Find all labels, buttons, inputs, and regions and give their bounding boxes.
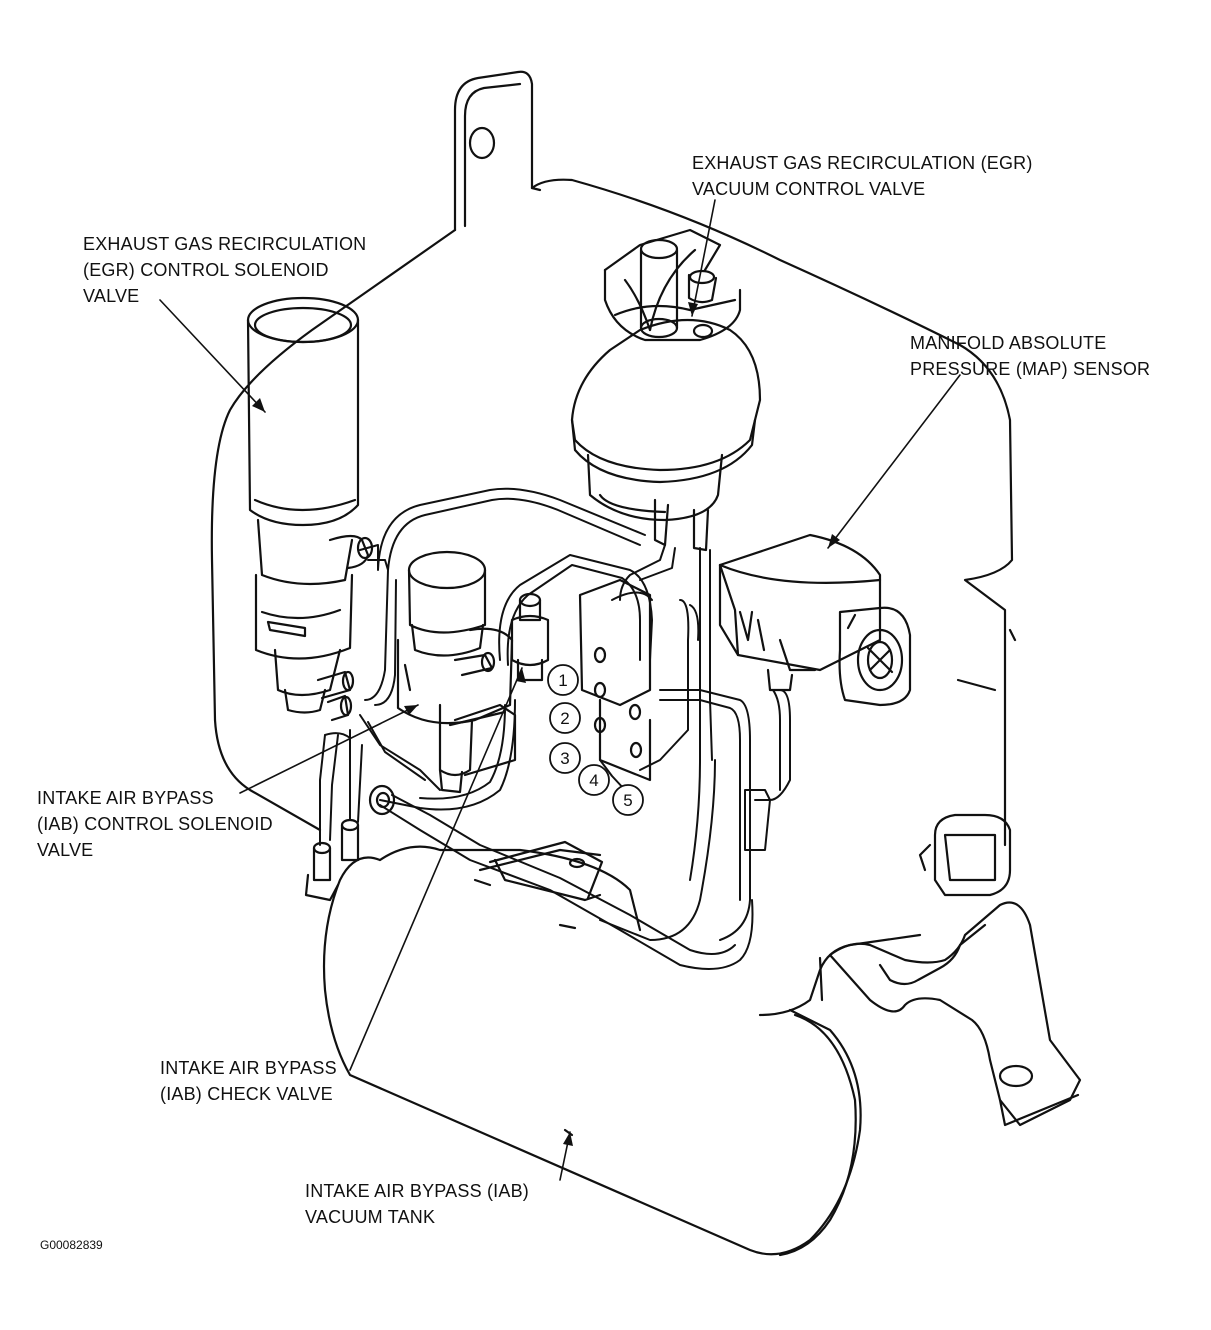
mounting-tab (453, 70, 542, 232)
iab-check-valve-body (510, 592, 550, 682)
label-line: VACUUM CONTROL VALVE (692, 179, 926, 199)
port-plate (578, 578, 652, 782)
port-number-4: 4 (589, 771, 598, 790)
port-callouts: 1 2 3 4 5 (547, 664, 644, 816)
label-line: INTAKE AIR BYPASS (IAB) (305, 1181, 529, 1201)
port-number-circle (549, 742, 581, 774)
port-number-circle (549, 702, 581, 734)
label-iab-vacuum-tank: INTAKE AIR BYPASS (IAB) VACUUM TANK (305, 1178, 529, 1230)
label-line: MANIFOLD ABSOLUTE (910, 333, 1107, 353)
label-egr-control-solenoid-valve: EXHAUST GAS RECIRCULATION (EGR) CONTROL … (83, 231, 366, 309)
port-number-circle (547, 664, 579, 696)
bracket-plate (530, 178, 1014, 832)
port-number-3: 3 (560, 749, 569, 768)
label-iab-check-valve: INTAKE AIR BYPASS (IAB) CHECK VALVE (160, 1055, 337, 1107)
label-egr-vacuum-control-valve: EXHAUST GAS RECIRCULATION (EGR) VACUUM C… (692, 150, 1033, 202)
figure-code: G00082839 (40, 1238, 103, 1252)
leader-lines (159, 199, 961, 1181)
bracket-hole (998, 1064, 1034, 1088)
egr-control-solenoid-valve-body (246, 296, 374, 722)
iab-vacuum-tank-body (322, 840, 862, 1257)
leader-arrowheads (252, 302, 840, 1146)
port-number-1: 1 (558, 671, 567, 690)
label-line: EXHAUST GAS RECIRCULATION (EGR) (692, 153, 1033, 173)
tank-fittings (304, 784, 396, 902)
port-number-5: 5 (623, 791, 632, 810)
egr-vacuum-control-valve-body (570, 228, 762, 552)
label-line: PRESSURE (MAP) SENSOR (910, 359, 1151, 379)
map-sensor-body (718, 533, 912, 707)
port-number-circle (578, 764, 610, 796)
label-line: VACUUM TANK (305, 1207, 436, 1227)
label-line: INTAKE AIR BYPASS (160, 1058, 337, 1078)
label-map-sensor: MANIFOLD ABSOLUTE PRESSURE (MAP) SENSOR (910, 330, 1150, 382)
vacuum-hoses (319, 487, 791, 970)
label-iab-control-solenoid-valve: INTAKE AIR BYPASS (IAB) CONTROL SOLENOID… (37, 785, 273, 863)
iab-control-solenoid-valve-body (396, 550, 517, 794)
label-line: (IAB) CHECK VALVE (160, 1084, 333, 1104)
label-line: (EGR) CONTROL SOLENOID (83, 260, 329, 280)
label-line: VALVE (37, 840, 94, 860)
port-number-2: 2 (560, 709, 569, 728)
mounting-hole (468, 126, 496, 160)
label-line: EXHAUST GAS RECIRCULATION (83, 234, 367, 254)
side-connector (933, 813, 1012, 897)
port-number-circle (612, 784, 644, 816)
label-line: INTAKE AIR BYPASS (37, 788, 214, 808)
label-line: (IAB) CONTROL SOLENOID (37, 814, 273, 834)
lower-bracket (828, 901, 1082, 1127)
label-line: VALVE (83, 286, 140, 306)
